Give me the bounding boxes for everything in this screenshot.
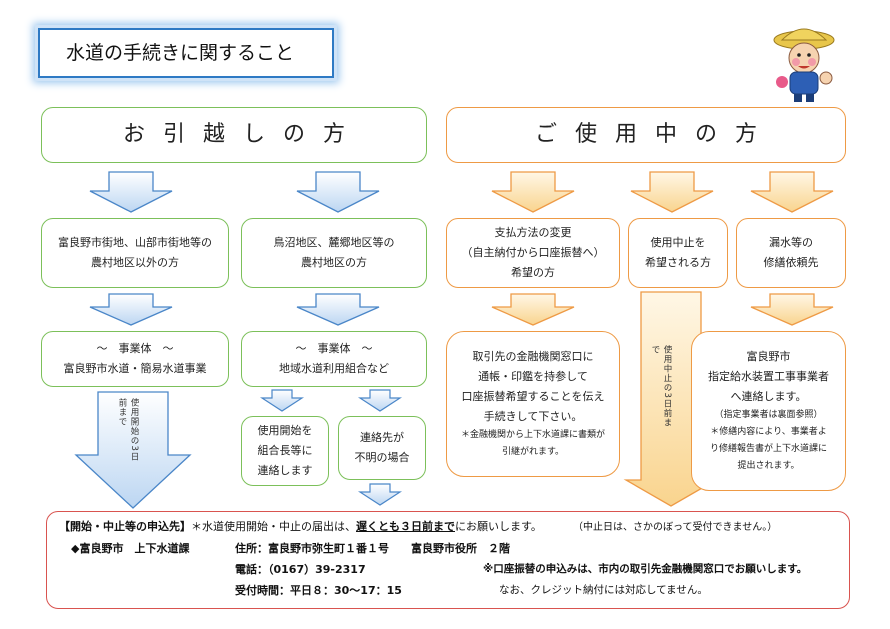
payment-change-line3: 希望の方 (511, 266, 555, 279)
payment-change-line1: 支払方法の変更 (494, 226, 572, 239)
operator-urban-line2: 富良野市水道・簡易水道事業 (63, 362, 207, 375)
stop-use-line2: 希望される方 (645, 256, 711, 269)
bank-line4: 手続きして下さい。 (483, 410, 583, 423)
arrow-down-orange (750, 293, 834, 326)
bank-procedure-box: 取引先の金融機関窓口に 通帳・印鑑を持参して 口座振替希望することを伝え 手続き… (446, 331, 620, 477)
contractor-note2: ＊修繕内容により、事業者よ (710, 427, 827, 437)
bank-line2: 通帳・印鑑を持参して (478, 370, 588, 383)
rural-area-box: 鳥沼地区、麓郷地区等の農村地区の方 (241, 218, 427, 288)
operator-rural-line1: ～ 事業体 ～ (295, 342, 373, 355)
bank-line3: 口座振替希望することを伝え (461, 390, 605, 403)
page-title: 水道の手続きに関すること (38, 28, 334, 78)
contact-address: 住所：富良野市弥生町１番１号 富良野市役所 ２階 (235, 542, 510, 555)
stop-use-line1: 使用中止を (650, 236, 706, 249)
arrow-down-small-blue (259, 389, 305, 412)
in-use-header: ご使用中の方 (446, 107, 846, 163)
leak-line2: 修繕依頼先 (763, 256, 819, 269)
operator-rural-box: ～ 事業体 ～ 地域水道利用組合など (241, 331, 427, 387)
moving-header-label: お引越しの方 (122, 122, 363, 147)
urban-area-line1: 富良野市街地、山部市街地等の (58, 236, 212, 249)
contractor-box: 富良野市 指定給水装置工事事業者 へ連絡します。 （指定事業者は裏面参照） ＊修… (691, 331, 846, 491)
arrow-down-blue (296, 171, 380, 213)
unknown-line2: 不明の場合 (354, 451, 410, 464)
bank-note1: ＊金融機関から上下水道課に書類が (460, 430, 605, 440)
moving-arrow-note: 使用開始の3日前まで (117, 398, 139, 462)
union-line1: 使用開始を (257, 424, 313, 437)
contact-phone: 電話：（0167）39-2317 (235, 563, 366, 576)
arrow-down-small-blue (357, 483, 403, 506)
contractor-line3: へ連絡します。 (730, 390, 807, 403)
contractor-note3: り修繕報告書が上下水道課に (709, 444, 827, 454)
operator-urban-box: ～ 事業体 ～ 富良野市水道・簡易水道事業 (41, 331, 229, 387)
mascot-illustration (773, 28, 835, 102)
urban-area-line2: 農村地区以外の方 (91, 256, 179, 269)
union-contact-box: 使用開始を組合長等に連絡します (241, 416, 329, 486)
operator-rural-line2: 地域水道利用組合など (279, 362, 389, 375)
urban-area-box: 富良野市街地、山部市街地等の農村地区以外の方 (41, 218, 229, 288)
arrow-down-orange (750, 171, 834, 213)
contact-notice-prefix: ＊水道使用開始・中止の届出は、 (191, 520, 356, 533)
in-use-header-label: ご使用中の方 (534, 122, 775, 147)
unknown-contact-box: 連絡先が不明の場合 (338, 416, 426, 480)
stop-arrow-note: 使用中止の3日前まで (650, 345, 672, 428)
contact-bank-note: ※口座振替の申込みは、市内の取引先金融機関窓口でお願いします。 (483, 563, 808, 575)
payment-change-box: 支払方法の変更 （自主納付から口座振替へ） 希望の方 (446, 218, 620, 288)
contact-hours: 受付時間：平日８：30～17：15 (235, 584, 402, 597)
rural-area-line2: 農村地区の方 (301, 256, 367, 269)
payment-change-line2: （自主納付から口座振替へ） (461, 246, 605, 259)
contact-office: ◆富良野市 上下水道課 (71, 542, 190, 555)
contact-heading: 【開始・中止等の申込先】 (59, 520, 191, 533)
arrow-down-orange (491, 293, 575, 326)
bank-line1: 取引先の金融機関窓口に (472, 350, 594, 363)
contact-notice-emphasis: 遅くとも３日前まで (356, 520, 455, 533)
arrow-down-orange (630, 171, 714, 213)
contractor-note4: 提出されます。 (737, 461, 800, 471)
contractor-line1: 富良野市 (746, 350, 791, 363)
arrow-down-orange (491, 171, 575, 213)
contractor-note1: （指定事業者は裏面参照） (714, 410, 823, 420)
unknown-line1: 連絡先が (360, 431, 404, 444)
leak-repair-box: 漏水等の修繕依頼先 (736, 218, 846, 288)
arrow-down-small-blue (357, 389, 403, 412)
union-line3: 連絡します (257, 464, 313, 477)
contact-notice-line: 【開始・中止等の申込先】＊水道使用開始・中止の届出は、遅くとも３日前までにお願い… (59, 518, 542, 534)
contractor-line2: 指定給水装置工事事業者 (708, 370, 829, 383)
contact-panel: 【開始・中止等の申込先】＊水道使用開始・中止の届出は、遅くとも３日前までにお願い… (46, 511, 850, 609)
arrow-down-blue (296, 293, 380, 326)
contact-notice-suffix: にお願いします。 (455, 520, 542, 533)
arrow-down-blue (89, 293, 173, 326)
union-line2: 組合長等に (257, 444, 313, 457)
moving-header: お引越しの方 (41, 107, 427, 163)
leak-line1: 漏水等の (769, 236, 813, 249)
stop-use-box: 使用中止を希望される方 (628, 218, 728, 288)
contact-credit-note: なお、クレジット納付には対応してません。 (499, 584, 708, 596)
bank-note2: 引継がれます。 (501, 447, 565, 457)
contact-notice-paren: （中止日は、さかのぼって受付できません。） (573, 522, 778, 533)
arrow-down-blue (89, 171, 173, 213)
operator-urban-line1: ～ 事業体 ～ (96, 342, 174, 355)
rural-area-line1: 鳥沼地区、麓郷地区等の (273, 236, 395, 249)
arrow-down-big-blue (74, 391, 192, 509)
